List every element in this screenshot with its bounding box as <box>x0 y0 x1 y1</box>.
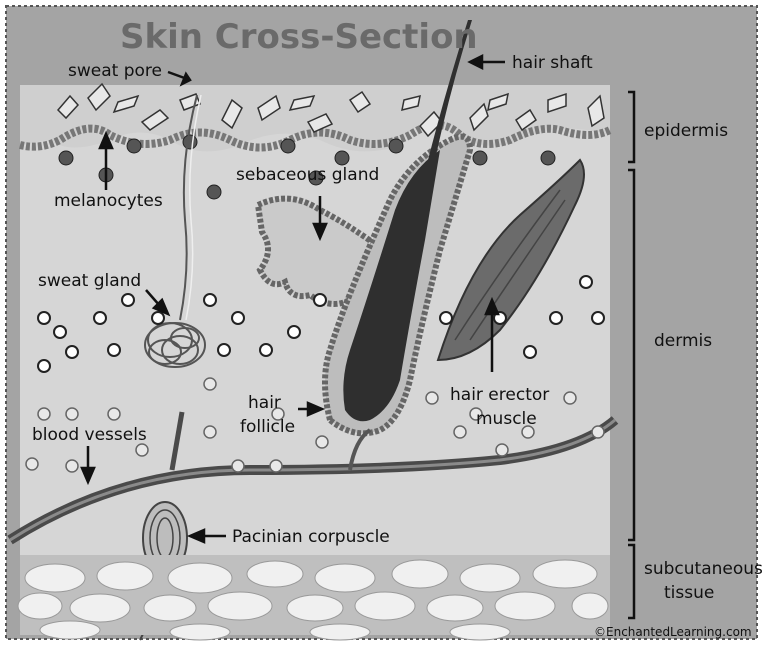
label-melanocytes: melanocytes <box>54 191 163 211</box>
label-hair-erector-2: muscle <box>476 409 537 429</box>
label-subcutaneous-2: tissue <box>664 583 714 603</box>
diagram-title: Skin Cross-Section <box>120 17 478 57</box>
dermis-region <box>20 85 610 555</box>
label-sweat-gland: sweat gland <box>38 271 141 291</box>
label-sweat-pore: sweat pore <box>68 61 162 81</box>
label-blood-vessels: blood vessels <box>32 425 147 445</box>
label-hair-follicle-1: hair <box>248 393 281 413</box>
label-pacinian-corpuscle: Pacinian corpuscle <box>232 527 390 547</box>
label-hair-shaft: hair shaft <box>512 53 593 73</box>
label-sebaceous-gland: sebaceous gland <box>236 165 379 185</box>
label-hair-follicle-2: follicle <box>240 417 295 437</box>
credit-text: ©EnchantedLearning.com <box>594 625 752 639</box>
label-subcutaneous-1: subcutaneous <box>644 559 763 579</box>
label-epidermis: epidermis <box>644 121 728 141</box>
label-hair-erector-1: hair erector <box>450 385 549 405</box>
label-dermis: dermis <box>654 331 712 351</box>
